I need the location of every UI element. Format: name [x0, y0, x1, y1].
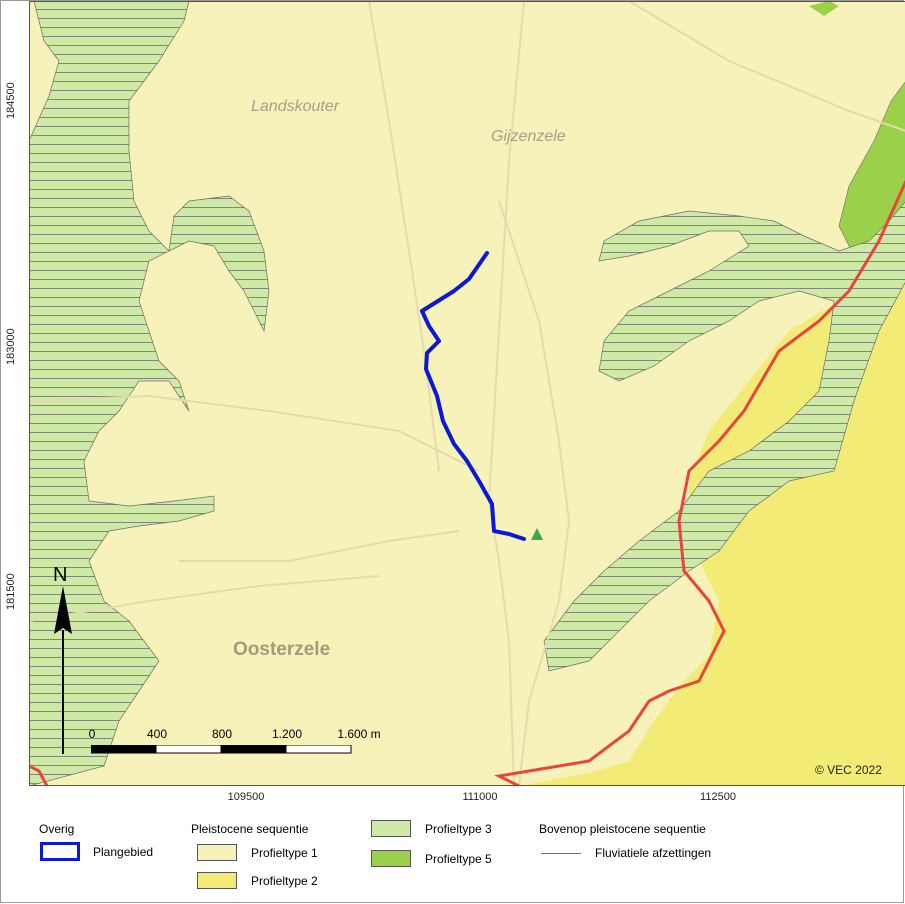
plangebied-route — [420, 251, 526, 541]
legend-swatch-fluviatiele — [541, 853, 581, 854]
copyright-label: © VEC 2022 — [815, 763, 882, 777]
place-label-oosterzele: Oosterzele — [233, 639, 331, 660]
scale-label-0: 0 — [88, 727, 96, 741]
north-arrow-icon — [54, 586, 72, 754]
scale-label-400: 400 — [146, 727, 168, 741]
legend-title-overig: Overig — [39, 822, 75, 836]
scale-label-1200: 1.200 — [271, 727, 303, 741]
map-canvas — [29, 1, 905, 786]
place-label-gijzenzele: Gijzenzele — [491, 128, 566, 145]
legend-swatch-profieltype-2 — [197, 872, 237, 889]
legend-label-plangebied: Plangebied — [93, 845, 154, 859]
x-tick-109500: 109500 — [227, 791, 265, 803]
legend-swatch-profieltype-3 — [371, 820, 411, 837]
legend-swatch-profieltype-1 — [197, 844, 237, 861]
legend-label-profieltype-3: Profieltype 3 — [425, 822, 492, 836]
legend-swatch-plangebied — [40, 842, 80, 861]
x-tick-111000: 111000 — [462, 791, 498, 803]
legend-label-profieltype-1: Profieltype 1 — [251, 846, 318, 860]
legend-label-profieltype-2: Profieltype 2 — [251, 874, 318, 888]
legend-title-bovenop: Bovenop pleistocene sequentie — [539, 822, 706, 836]
y-tick-184500: 184500 — [5, 82, 17, 119]
boundary-line-west — [29, 764, 49, 786]
scale-bar — [91, 745, 352, 754]
legend-label-profieltype-5: Profieltype 5 — [425, 852, 492, 866]
profieltype-3-west-band — [29, 1, 270, 786]
scale-label-1600: 1.600 m — [337, 727, 381, 741]
profieltype-5-area-small — [809, 1, 839, 16]
north-label: N — [53, 564, 68, 586]
profieltype-3-east-band — [543, 201, 905, 672]
site-marker-icon — [531, 528, 543, 540]
y-tick-181500: 181500 — [5, 573, 17, 610]
x-tick-112500: 112500 — [700, 791, 736, 803]
place-label-landskouter: Landskouter — [251, 98, 340, 115]
legend-swatch-profieltype-5 — [371, 850, 411, 867]
scale-label-800: 800 — [211, 727, 233, 741]
legend-label-fluviatiele: Fluviatiele afzettingen — [595, 846, 712, 860]
legend-title-pleistocene: Pleistocene sequentie — [191, 822, 309, 836]
y-tick-183000: 183000 — [5, 328, 17, 365]
boundary-line — [494, 180, 905, 786]
